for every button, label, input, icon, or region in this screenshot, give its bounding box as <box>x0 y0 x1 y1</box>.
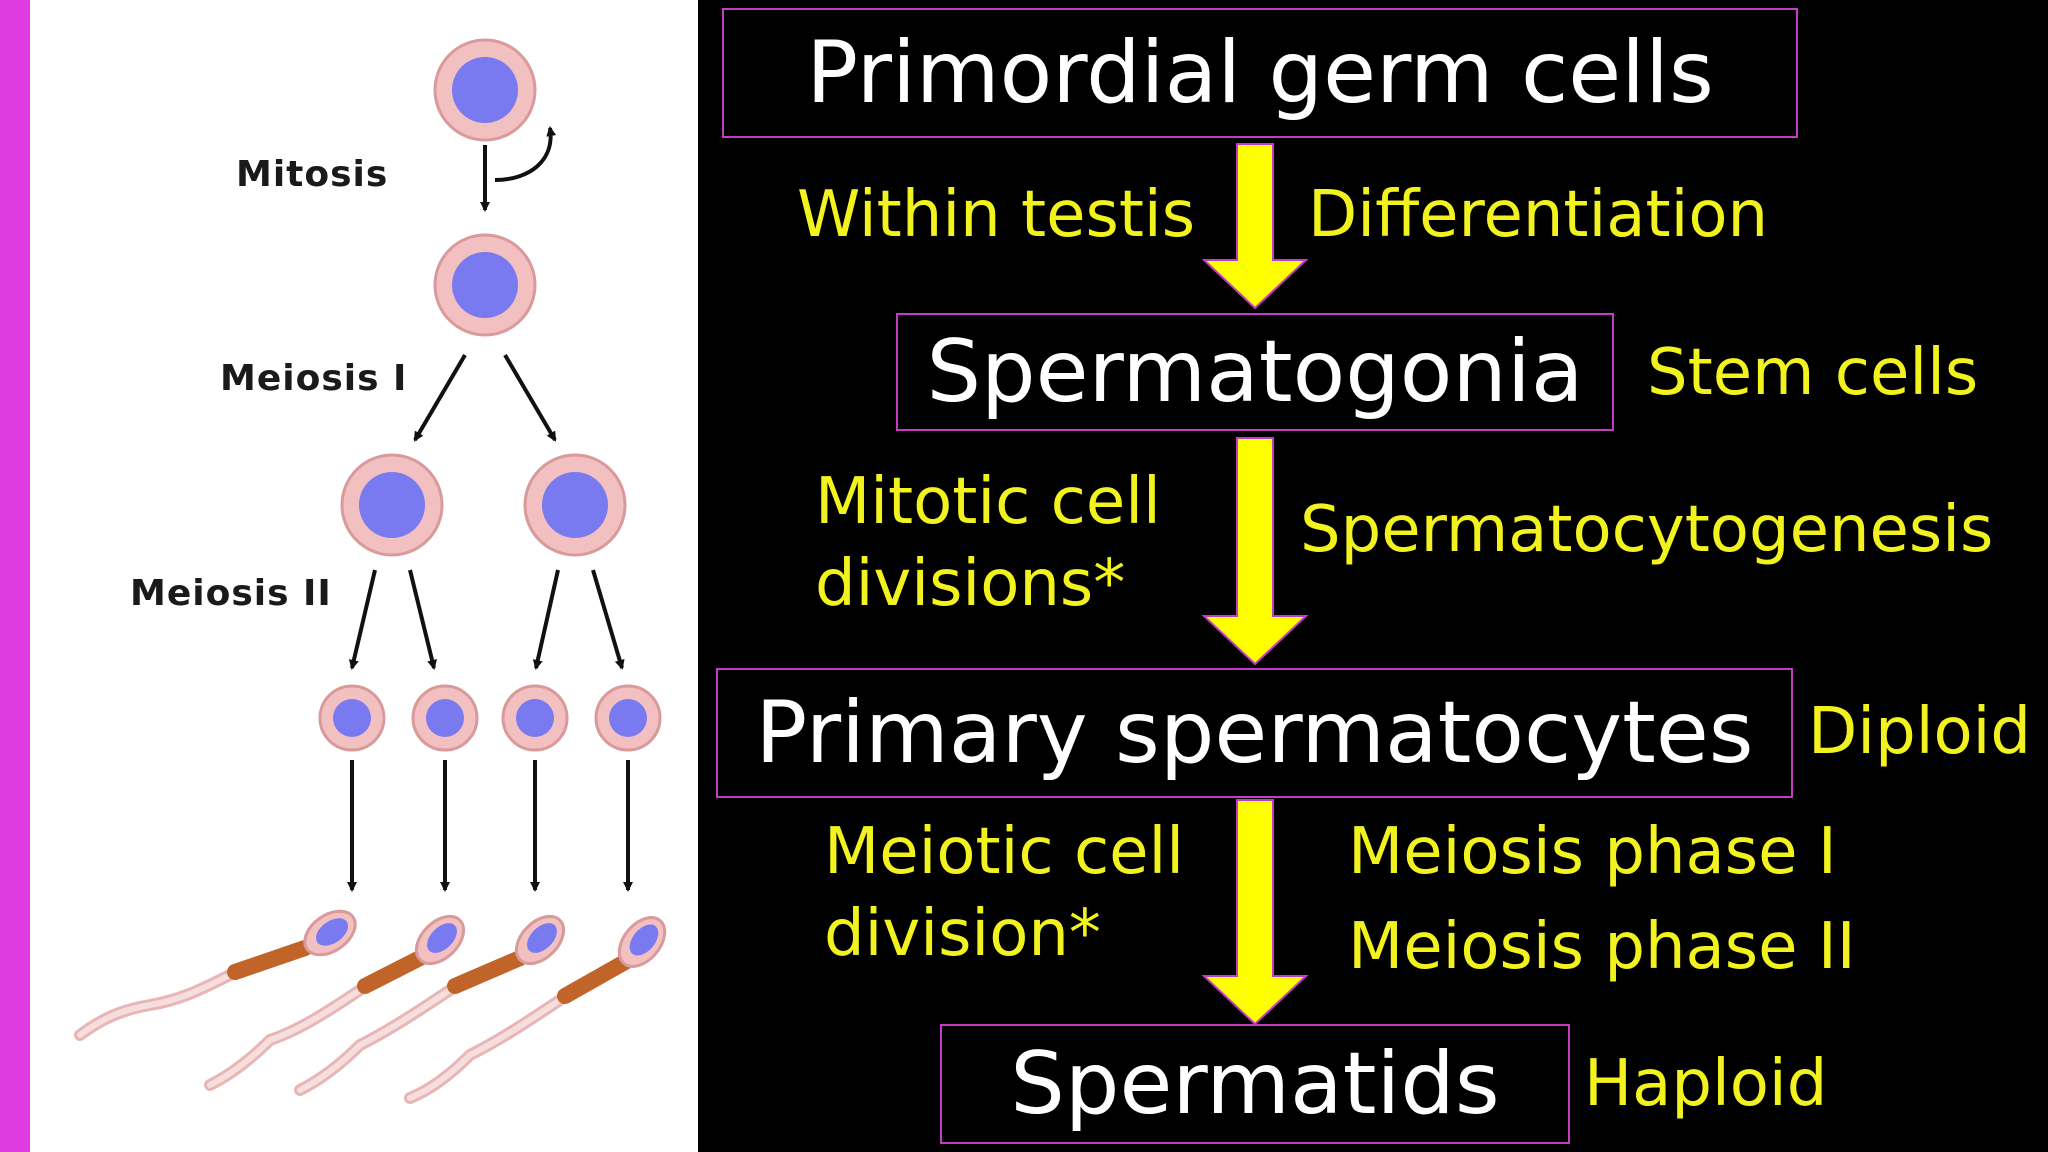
flow-arrow-1 <box>1201 143 1309 310</box>
spermatid-4 <box>594 684 662 752</box>
spermatid-2 <box>411 684 479 752</box>
note-meiosis-phase-1: Meiosis phase I <box>1348 815 1837 889</box>
note-spermatocytogenesis: Spermatocytogenesis <box>1300 493 1994 567</box>
stage-spermatids-label: Spermatids <box>1010 1034 1500 1134</box>
cell-second <box>433 233 537 337</box>
note-differentiation: Differentiation <box>1308 178 1769 252</box>
meiosis-2-label: Meiosis II <box>130 573 332 614</box>
sperm-4 <box>404 916 667 1104</box>
cell-primary-left <box>340 453 444 557</box>
illustration-canvas: Mitosis Meiosis I Meiosis II <box>74 38 667 1104</box>
stage-primordial-germ-cells: Primordial germ cells <box>722 8 1798 138</box>
stage-primary-label: Primary spermatocytes <box>755 683 1754 783</box>
note-stem-cells: Stem cells <box>1647 336 1979 410</box>
stage-primary-spermatocytes: Primary spermatocytes <box>716 668 1793 798</box>
sperm-3 <box>294 914 566 1096</box>
spermatid-1 <box>318 684 386 752</box>
flow-arrow-3 <box>1201 799 1309 1026</box>
spermatid-3 <box>501 684 569 752</box>
accent-bar <box>0 0 30 1152</box>
stage-spermatids: Spermatids <box>940 1024 1570 1144</box>
note-mitotic-line-2: divisions* <box>815 546 1126 621</box>
note-mitotic-line-1: Mitotic cell <box>815 465 1161 539</box>
mitosis-label: Mitosis <box>236 154 388 195</box>
meiosis-1-arrow-left <box>413 353 467 442</box>
mitosis-self-renew-arrow <box>494 126 557 182</box>
meiosis-2-arrow-2 <box>408 569 437 670</box>
note-diploid: Diploid <box>1808 695 2032 769</box>
cell-primary-right <box>523 453 627 557</box>
note-mitotic-cell-divisions: Mitotic cell divisions* <box>815 462 1161 626</box>
sperm-1 <box>74 909 357 1041</box>
note-haploid: Haploid <box>1584 1047 1828 1121</box>
flow-arrow-2 <box>1201 437 1309 666</box>
stage-spermatogonia-label: Spermatogonia <box>926 322 1584 422</box>
spermatogenesis-illustration: Mitosis Meiosis I Meiosis II <box>30 0 698 1152</box>
meiosis-2-arrow-3 <box>532 569 560 670</box>
note-meiosis-phase-2: Meiosis phase II <box>1348 910 1856 984</box>
note-meiotic-cell-division: Meiotic cell division* <box>824 812 1184 976</box>
cell-top <box>433 38 537 142</box>
meiosis-2-arrow-4 <box>591 569 625 670</box>
meiosis-1-arrow-right <box>503 353 557 442</box>
note-within-testis: Within testis <box>797 178 1196 252</box>
stage-primordial-label: Primordial germ cells <box>806 23 1714 123</box>
note-meiotic-line-2: division* <box>824 896 1101 971</box>
sperm-2 <box>204 914 466 1091</box>
meiosis-1-label: Meiosis I <box>220 358 407 399</box>
meiosis-2-arrow-1 <box>348 569 377 670</box>
stage-spermatogonia: Spermatogonia <box>896 313 1614 431</box>
note-meiotic-line-1: Meiotic cell <box>824 815 1185 889</box>
